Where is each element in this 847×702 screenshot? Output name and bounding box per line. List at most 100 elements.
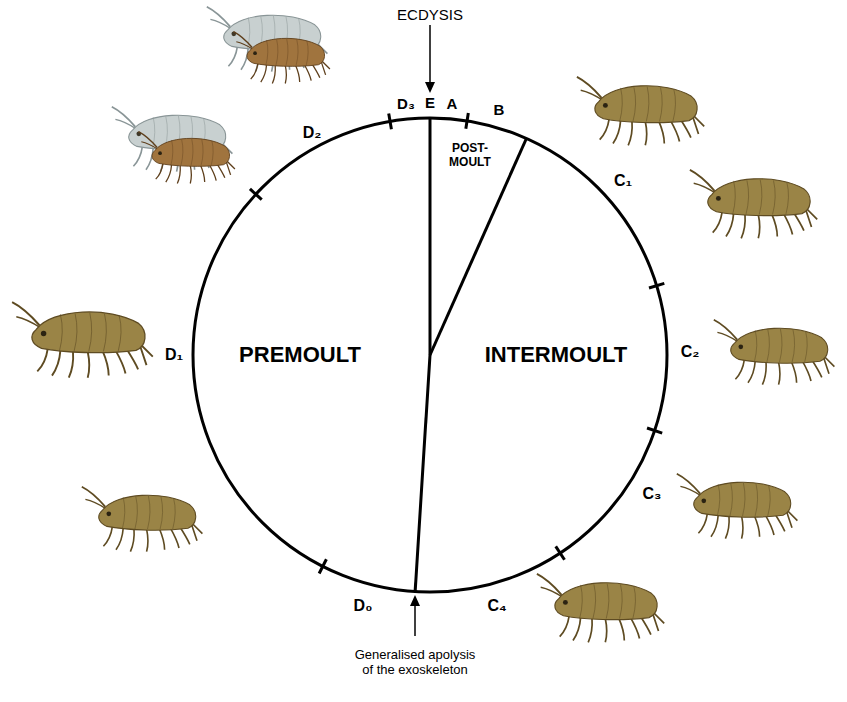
leg [765,514,774,535]
leg [735,359,744,379]
segment-line [201,140,203,166]
antenna [694,183,717,193]
amphipod-figures [12,7,834,643]
segment-line [59,314,62,351]
segment-line [74,314,77,352]
leg [133,146,142,166]
segment-line [780,329,783,362]
segment-line [646,87,649,122]
event-label: ECDYSIS [397,6,463,23]
amphipod-figure [537,574,664,642]
leg [748,361,755,383]
eye [716,196,721,201]
segment-line [160,497,163,529]
amphipod-body [99,495,196,530]
amphipod [577,77,704,145]
leg [802,360,811,381]
amphipod-body [152,138,230,166]
leg [619,618,625,641]
leg [156,163,163,179]
segment-line [660,88,663,122]
amphipod-figure [12,302,153,378]
leg [605,619,606,643]
leg [645,122,646,146]
leg [783,213,793,235]
antenna [112,107,135,127]
leg [190,165,191,183]
leg [741,215,745,239]
cycle-wheel [193,113,667,592]
leg [88,351,90,377]
amphipod-body [708,179,810,216]
leg [52,350,60,375]
leg [69,351,73,377]
sector-line [430,138,526,355]
stage-tick [319,559,326,573]
leg [116,528,123,550]
segment-line [211,141,213,166]
antenna [717,332,739,342]
leg [670,120,680,142]
segment-line [754,330,757,362]
leg [272,65,275,83]
ecdysis-arrow [429,25,431,84]
stage-label: C₂ [681,343,700,361]
leg [630,617,640,639]
leg [600,119,610,140]
antenna [577,77,602,98]
segment-line [593,584,596,618]
segment-line [135,497,138,529]
stage-label: D₁ [165,346,183,364]
stage-tick [466,113,469,129]
segment-line [792,330,795,362]
segment-line [148,496,151,529]
segment-line [118,316,121,352]
antenna [82,487,105,507]
stage-label: D₃ [397,95,415,112]
amphipod-body [555,583,657,620]
leg [261,65,267,82]
eye [253,51,257,55]
leg [588,619,592,643]
segment-line [306,41,308,66]
amphipod-body [595,86,697,123]
amphipod [690,170,817,238]
segment-line [767,330,770,362]
eye [701,498,706,503]
segment-line [266,40,268,65]
leg [130,529,134,552]
stage-label: C₃ [643,485,662,503]
stage-label: C₁ [614,172,632,190]
segment-line [181,139,183,165]
antenna [210,19,232,29]
leg [754,515,759,537]
segment-line [755,484,758,516]
amphipod [138,132,234,184]
leg [209,164,216,181]
leg [228,46,237,66]
segment-line [606,584,609,619]
leg [146,148,153,170]
segment-line [746,180,749,214]
antenna [12,302,39,325]
amphipod-figure [690,170,817,238]
leg [285,65,286,83]
stage-label: A [447,95,458,112]
phase-label: INTERMOULT [485,342,628,367]
leg [170,527,179,548]
leg [200,165,204,182]
leg [102,350,108,375]
leg [762,362,766,385]
stage-label: D₀ [354,597,373,615]
pointer-arrows [410,25,435,636]
amphipod [677,474,798,539]
antenna [690,170,715,191]
segment-line [103,314,106,352]
leg [37,348,48,371]
stage-tick [647,428,662,433]
leg [742,516,743,539]
stage-tick [556,546,565,559]
segment-line [743,483,746,516]
leg [726,214,734,237]
